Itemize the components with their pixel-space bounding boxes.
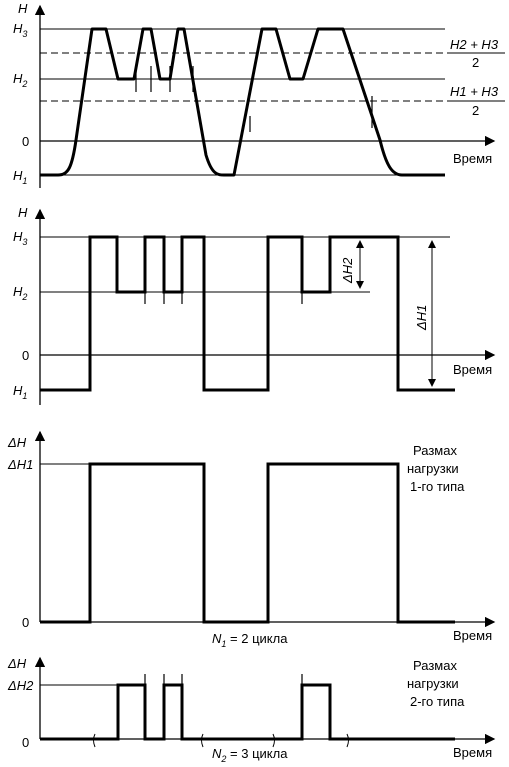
panel1-frac-lower-den: 2	[472, 103, 479, 118]
panel4-range-wave	[40, 683, 455, 741]
panel2-h3-label: H3	[13, 229, 27, 247]
panel1-y-axis-label: H	[18, 1, 28, 16]
panel4-x-axis-label: Время	[453, 745, 492, 760]
panel4-level-label: ΔH2	[7, 678, 34, 693]
panel-1-load-history: H H3 H2 0 H1 H2 + H3 2 H1 + H3 2 Время	[13, 1, 505, 188]
panel4-zero-label: 0	[22, 735, 29, 750]
panel2-zero-label: 0	[22, 348, 29, 363]
panel1-frac-lower-num: H1 + H3	[450, 84, 499, 99]
panel1-load-curve	[40, 27, 445, 177]
panel3-caption-line3: 1-го типа	[410, 479, 465, 494]
panel1-frac-upper-num: H2 + H3	[450, 37, 499, 52]
panel1-frac-upper-den: 2	[472, 55, 479, 70]
panel3-x-axis-label: Время	[453, 628, 492, 643]
panel1-crossing-ticks	[135, 66, 373, 132]
panel3-zero-label: 0	[22, 615, 29, 630]
panel4-ticks	[144, 674, 303, 696]
panel-4-range-type-2: ΔH ΔH2 0 Размах нагрузки 2-го типа N2 = …	[7, 656, 496, 764]
panel4-caption-line1: Размах	[413, 658, 457, 673]
panel2-h1-label: H1	[13, 383, 27, 401]
panel1-zero-label: 0	[22, 134, 29, 149]
panel1-h2-label: H2	[13, 71, 27, 89]
panel1-x-axis-label: Время	[453, 151, 492, 166]
panel3-y-axis-label: ΔH	[7, 435, 27, 450]
panel4-cycle-count: N2 = 3 цикла	[212, 746, 288, 764]
panel3-level-label: ΔH1	[7, 457, 33, 472]
panel3-caption-line2: нагрузки	[407, 461, 459, 476]
panel3-cycle-count: N1 = 2 цикла	[212, 631, 288, 649]
panel2-square-wave	[40, 235, 455, 392]
panel2-ticks	[144, 280, 303, 304]
panel4-cycle-brackets	[93, 733, 349, 748]
panel4-caption-line3: 2-го типа	[410, 694, 465, 709]
panel1-h1-label: H1	[13, 168, 27, 186]
panel2-y-axis-label: H	[18, 205, 28, 220]
panel2-x-axis-label: Время	[453, 362, 492, 377]
panel4-y-axis-label: ΔH	[7, 656, 27, 671]
panel3-caption-line1: Размах	[413, 443, 457, 458]
panel1-h3-label: H3	[13, 21, 27, 39]
panel3-range-wave	[40, 462, 455, 624]
panel-3-range-type-1: ΔH ΔH1 0 Размах нагрузки 1-го типа N1 = …	[7, 430, 496, 649]
panel2-delta-h1-label: ΔH1	[414, 305, 429, 331]
panel2-delta-h2-label: ΔH2	[340, 257, 355, 284]
panel-2-rectified-history: ΔH2 ΔH1 H H3 H2 0 H1 Время	[13, 205, 496, 405]
panel2-h2-label: H2	[13, 284, 27, 302]
panel4-caption-line2: нагрузки	[407, 676, 459, 691]
